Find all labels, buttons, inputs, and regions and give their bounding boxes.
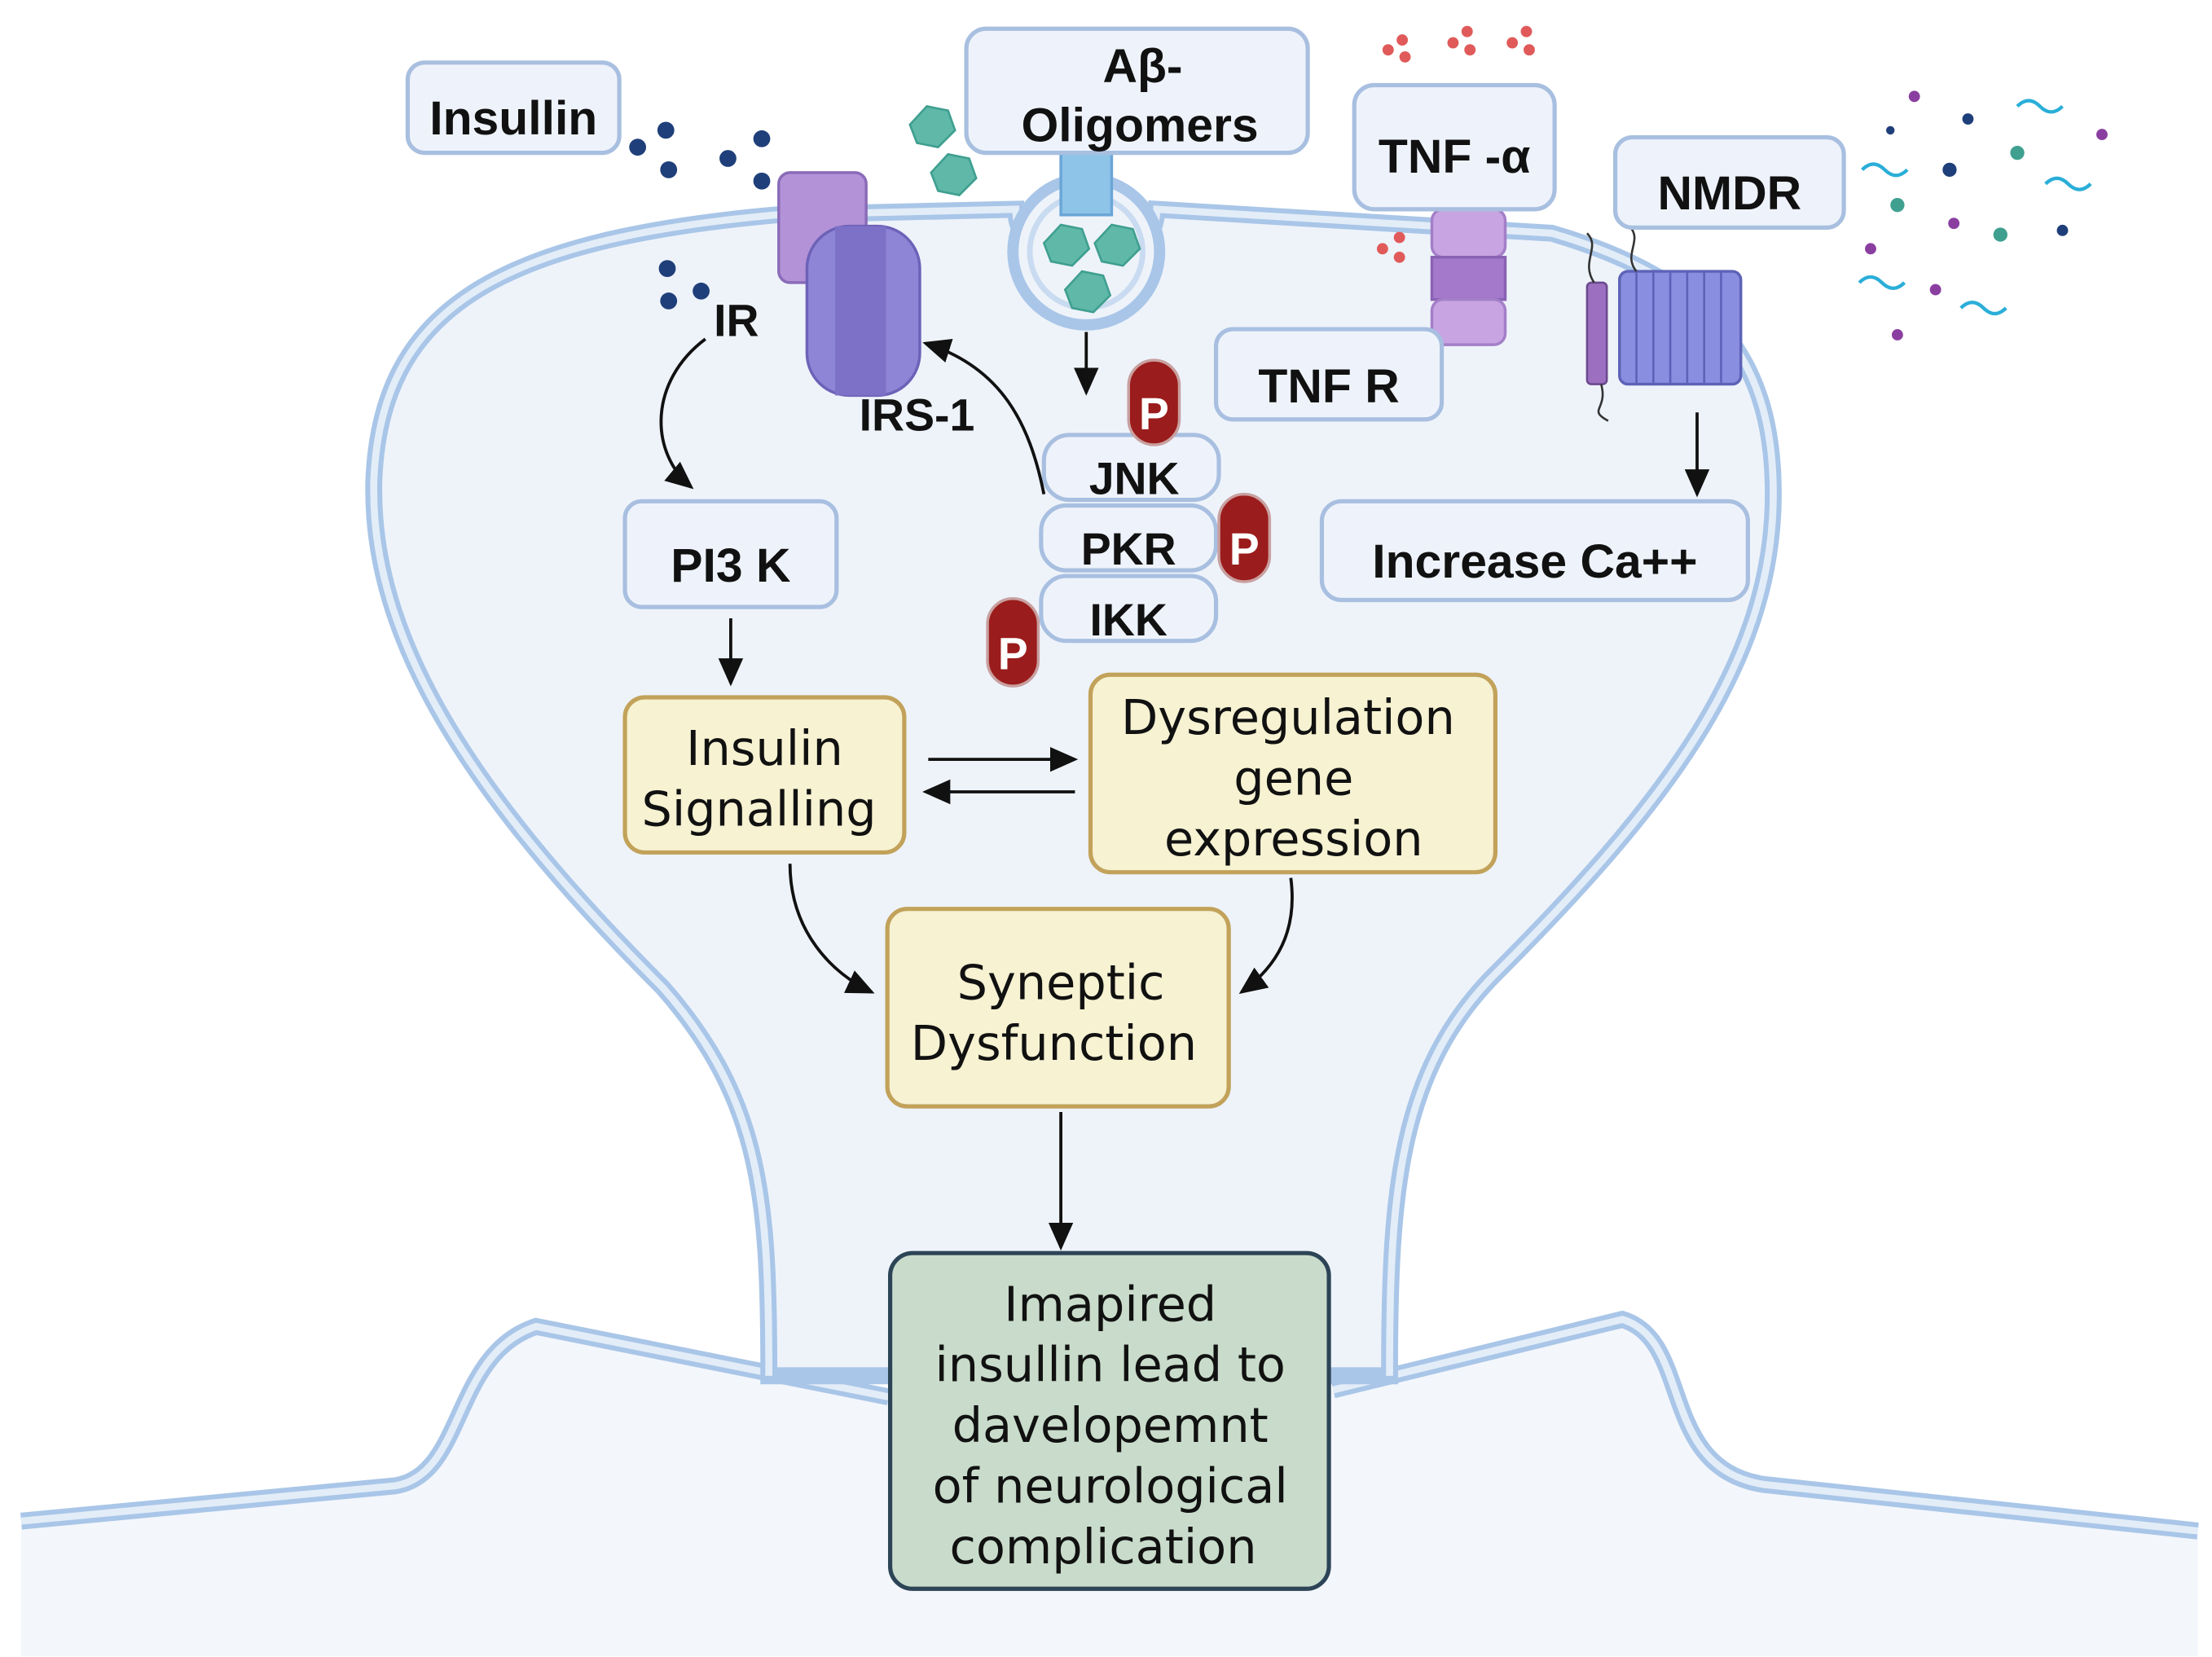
label-tnf-alpha: TNF -α <box>1352 82 1557 212</box>
label-pi3k: PI3 K <box>622 499 839 609</box>
outcome-line: davelopemnt <box>952 1397 1269 1453</box>
tnf-r-label: TNF R <box>1258 360 1399 413</box>
arrow-ir-to-pi3k <box>659 337 706 490</box>
kinase-stack: JNK PKR IKK <box>1039 433 1221 645</box>
phospho-p-label: P <box>998 628 1028 679</box>
insulin-signalling-line: Signalling <box>641 781 876 837</box>
phospho-p-label: P <box>1139 389 1169 439</box>
tnf-alpha-molecule-icons <box>1376 25 1535 263</box>
jnk-label: JNK <box>1089 454 1180 504</box>
insulin-signalling-box: Insulin Signalling <box>622 695 907 855</box>
tnf-receptor-icon <box>1430 208 1507 346</box>
label-tnf-r: TNF R <box>1213 327 1445 422</box>
label-nmdr: NMDR <box>1612 134 1846 230</box>
abeta-channel-icon <box>1059 151 1114 217</box>
ikk-label: IKK <box>1090 595 1168 645</box>
synaptic-dysfunction-box: Syneptic Dysfunction <box>885 907 1231 1109</box>
tnf-alpha-label: TNF -α <box>1379 130 1531 183</box>
synaptic-line: Dysfunction <box>911 1015 1197 1071</box>
insulin-molecule-icons <box>629 121 771 310</box>
label-increase-ca: Increase Ca++ <box>1319 499 1750 603</box>
insulin-receptor-icon <box>777 171 921 398</box>
dysregulation-line: gene <box>1234 749 1353 806</box>
phospho-p-label: P <box>1229 524 1260 574</box>
nmdr-label: NMDR <box>1658 167 1802 220</box>
dysregulation-box: Dysregulation gene expression <box>1088 672 1497 875</box>
abeta-label-line1: Aβ- <box>1102 40 1182 93</box>
insulin-label: Insullin <box>429 92 597 145</box>
label-insulin: Insullin <box>405 60 622 156</box>
pi3k-label: PI3 K <box>671 539 790 592</box>
phospho-badge-ikk: P <box>986 597 1040 688</box>
arrows <box>659 332 1710 1251</box>
label-abeta-oligomers: Aβ- Oligomers <box>964 26 1310 156</box>
outcome-line: complication <box>950 1519 1257 1575</box>
arrow-signalling-to-synaptic <box>788 864 875 994</box>
abeta-label-line2: Oligomers <box>1022 99 1259 152</box>
synaptic-line: Syneptic <box>957 955 1165 1011</box>
arrow-dysregulation-to-synaptic <box>1238 877 1294 995</box>
outcome-box: Imapired insullin lead to davelopemnt of… <box>887 1250 1331 1591</box>
phospho-badge-pkr: P <box>1217 492 1272 583</box>
arrow-kinases-to-irs1 <box>922 338 1046 495</box>
pkr-label: PKR <box>1081 524 1176 574</box>
ir-label: IR <box>714 296 759 346</box>
dysregulation-line: Dysregulation <box>1121 689 1455 745</box>
increase-ca-label: Increase Ca++ <box>1372 535 1697 588</box>
dysregulation-line: expression <box>1164 811 1423 867</box>
irs1-label: IRS-1 <box>860 390 975 441</box>
nmda-receptor-icon <box>1585 225 1743 422</box>
outcome-line: of neurological <box>933 1458 1288 1514</box>
neurotransmitter-icons <box>1858 90 2108 341</box>
outcome-line: insullin lead to <box>934 1337 1286 1393</box>
abeta-oligomer-icons <box>908 105 1141 314</box>
outcome-line: Imapired <box>1004 1276 1216 1332</box>
insulin-signalling-line: Insulin <box>686 720 843 776</box>
phospho-badge-jnk: P <box>1127 358 1181 446</box>
